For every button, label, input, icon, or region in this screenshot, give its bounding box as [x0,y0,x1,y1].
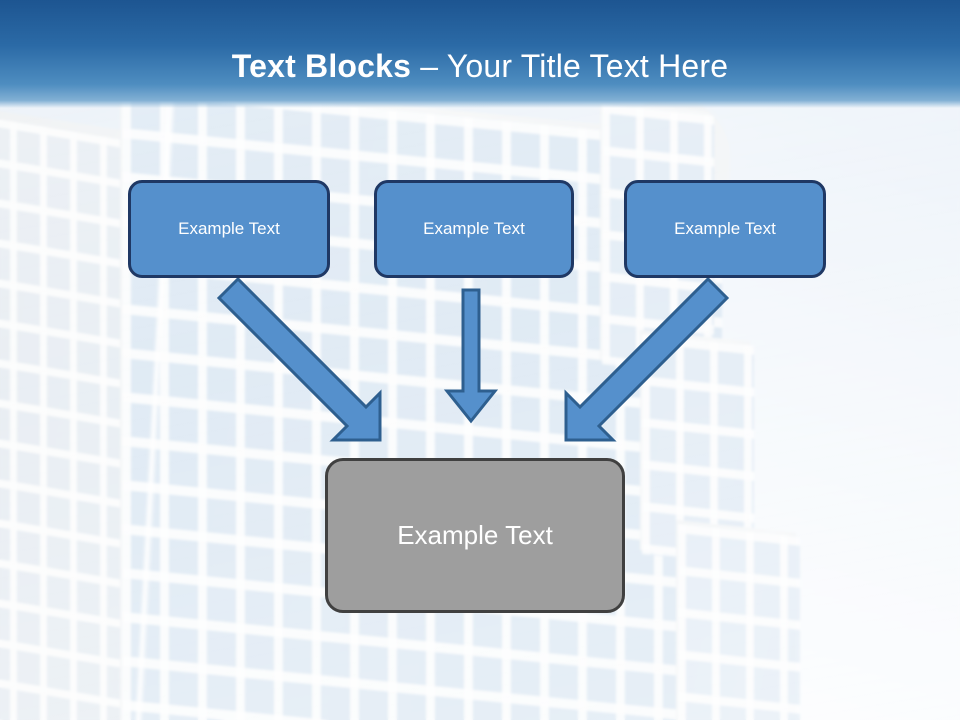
title-banner [0,0,960,108]
text-block-3-label: Example Text [674,219,776,238]
page-title-strong: Text Blocks [231,48,412,84]
text-block-result-label: Example Text [397,520,553,550]
page-title-rest: – Your Title Text Here [411,48,729,84]
text-block-2[interactable]: Example Text [374,180,574,278]
text-block-1-label: Example Text [178,219,280,238]
text-block-3[interactable]: Example Text [624,180,826,278]
page-title: Text Blocks – Your Title Text Here [0,48,960,85]
arrow-left-diagonal [216,276,382,442]
arrow-middle-vertical [443,288,499,424]
arrow-right-diagonal [564,276,730,442]
text-block-2-label: Example Text [423,219,525,238]
text-block-1[interactable]: Example Text [128,180,330,278]
text-block-result[interactable]: Example Text [325,458,625,613]
